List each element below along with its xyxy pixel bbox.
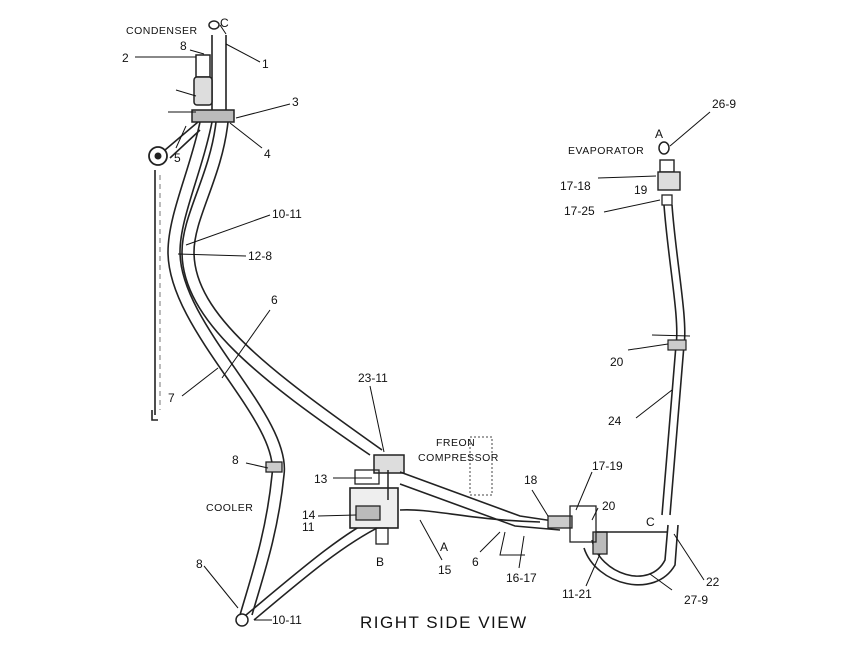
callout-6-left: 6 xyxy=(271,293,278,307)
receiver-fitting xyxy=(195,54,211,78)
callout-20-mid: 20 xyxy=(610,355,624,369)
hose-24-clamp xyxy=(667,339,687,351)
lower-bracket xyxy=(569,505,597,543)
callouts: C 8 1 2 3 4 5 10-11 12-8 6 7 8 8 10-11 1… xyxy=(122,16,736,627)
callout-17-18: 17-18 xyxy=(560,179,591,193)
callout-7: 7 xyxy=(168,391,175,405)
evaporator-fitting-3 xyxy=(661,194,673,206)
receiver-body xyxy=(193,76,213,106)
callout-11: 11 xyxy=(302,520,315,534)
evaporator-fitting-2 xyxy=(657,171,681,191)
label-condenser: CONDENSER xyxy=(126,25,198,37)
view-caption: RIGHT SIDE VIEW xyxy=(360,613,528,632)
condenser-cap xyxy=(208,20,220,30)
callout-b: B xyxy=(376,555,384,569)
hose-7-b xyxy=(179,121,286,616)
label-freon: FREON xyxy=(436,437,475,449)
callout-15: 15 xyxy=(438,563,452,577)
hose-27-b xyxy=(583,524,679,586)
manifold-plate xyxy=(191,109,235,123)
label-compressor: COMPRESSOR xyxy=(418,452,499,464)
hose-cooler-return-b xyxy=(253,523,386,621)
callout-14: 14 xyxy=(302,508,316,522)
callout-13: 13 xyxy=(314,472,328,486)
callout-12-8: 12-8 xyxy=(248,249,272,263)
callout-22: 22 xyxy=(706,575,720,589)
bracket-drop xyxy=(499,531,525,556)
callout-20-bot: 20 xyxy=(602,499,616,513)
hose-suction xyxy=(399,471,561,523)
callout-8-bot: 8 xyxy=(196,557,203,571)
callout-3: 3 xyxy=(292,95,299,109)
condenser-tube xyxy=(211,35,227,110)
hose-6 xyxy=(181,121,371,456)
callout-18: 18 xyxy=(524,473,538,487)
callout-24: 24 xyxy=(608,414,622,428)
callout-5: 5 xyxy=(174,151,181,165)
callout-27-9: 27-9 xyxy=(684,593,708,607)
callout-10-11-top: 10-11 xyxy=(272,207,302,221)
tee-fitting xyxy=(547,515,573,529)
callout-26-9: 26-9 xyxy=(712,97,736,111)
frame-rail-foot xyxy=(151,410,158,421)
callout-2: 2 xyxy=(122,51,129,65)
callout-17-19: 17-19 xyxy=(592,459,623,473)
evaporator-cap xyxy=(658,141,670,155)
callout-1: 1 xyxy=(262,57,269,71)
label-cooler: COOLER xyxy=(206,502,253,514)
callout-a-top: A xyxy=(655,127,663,141)
callout-c-bot: C xyxy=(646,515,655,529)
callout-8-top: 8 xyxy=(180,39,187,53)
compressor xyxy=(349,436,493,545)
evaporator-fitting-1 xyxy=(659,159,675,173)
callout-8-mid: 8 xyxy=(232,453,239,467)
leader-lines xyxy=(135,24,711,621)
callout-19: 19 xyxy=(634,183,648,197)
callout-23-11: 23-11 xyxy=(358,371,388,385)
cooler-clamp xyxy=(265,461,283,473)
callout-16-17: 16-17 xyxy=(506,571,537,585)
pivot-eye xyxy=(148,146,168,166)
bracket-arm xyxy=(164,121,201,159)
pivot-eye-hole xyxy=(154,152,162,160)
hose-24-b xyxy=(669,204,686,516)
label-evaporator: EVAPORATOR xyxy=(568,145,644,157)
callout-10-11-bot: 10-11 xyxy=(272,613,302,627)
callout-6-bot: 6 xyxy=(472,555,479,569)
hose-discharge xyxy=(399,508,541,523)
drawing xyxy=(148,20,687,627)
bottom-right-fitting xyxy=(592,531,608,555)
callout-11-21: 11-21 xyxy=(562,587,592,601)
hose-6-b xyxy=(193,121,383,451)
callout-a-bot: A xyxy=(440,540,448,554)
hose-suction-b xyxy=(399,483,561,531)
hose-7 xyxy=(167,121,274,616)
callout-c-top: C xyxy=(220,16,229,30)
bottom-fitting xyxy=(235,613,249,627)
callout-4: 4 xyxy=(264,147,271,161)
callout-17-25: 17-25 xyxy=(564,204,595,218)
